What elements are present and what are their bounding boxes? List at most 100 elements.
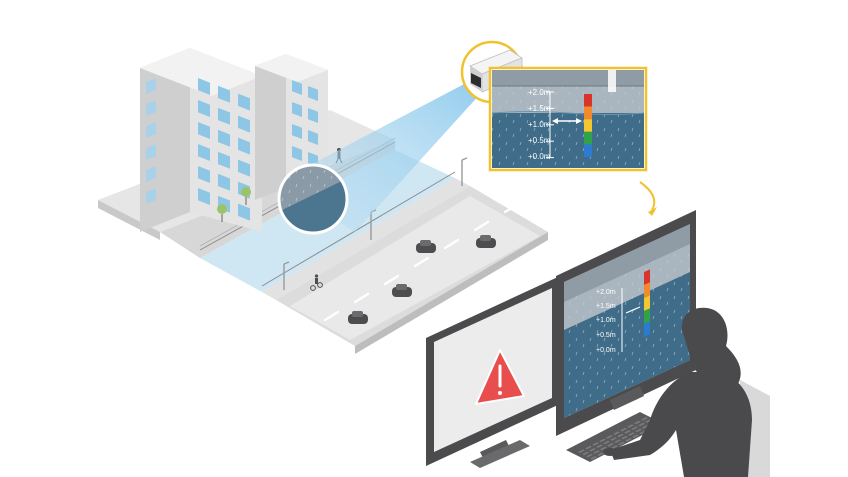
window bbox=[146, 100, 156, 116]
tree bbox=[241, 187, 251, 205]
window bbox=[198, 122, 210, 139]
window bbox=[198, 78, 210, 95]
gauge-segment bbox=[644, 269, 650, 285]
gauge-segment bbox=[584, 144, 592, 157]
keyboard-key bbox=[641, 417, 648, 421]
car bbox=[476, 235, 496, 248]
keyboard-key bbox=[632, 434, 639, 438]
window bbox=[308, 108, 318, 123]
window bbox=[218, 107, 230, 125]
keyboard-key bbox=[624, 430, 631, 434]
gauge-label: +0.5m bbox=[596, 332, 616, 339]
car bbox=[392, 284, 412, 297]
keyboard-key bbox=[621, 435, 628, 440]
window bbox=[238, 115, 250, 133]
window bbox=[292, 102, 302, 117]
gauge-segment bbox=[644, 295, 650, 311]
gauge-label: +1.5m bbox=[528, 104, 551, 113]
monitor-left bbox=[426, 276, 560, 468]
gauge-segment bbox=[584, 131, 592, 145]
keyboard-key bbox=[597, 452, 604, 456]
keyboard-key bbox=[603, 440, 610, 445]
window bbox=[218, 129, 230, 147]
window bbox=[292, 146, 302, 161]
window bbox=[238, 137, 250, 155]
gauge-bar bbox=[644, 269, 650, 337]
keyboard-key bbox=[635, 428, 642, 433]
keyboard bbox=[566, 412, 664, 462]
keyboard-key bbox=[613, 431, 620, 435]
gauge-segment bbox=[584, 94, 592, 107]
tree bbox=[217, 204, 227, 222]
gauge-label: +1.0m bbox=[596, 317, 616, 324]
window bbox=[146, 166, 156, 182]
keyboard-key bbox=[628, 432, 635, 436]
window bbox=[146, 122, 156, 138]
keyboard-key bbox=[589, 448, 596, 452]
magnifier-lens bbox=[277, 163, 349, 235]
city-scene bbox=[98, 48, 548, 354]
monitor-right: +2.0m +1.5m +1.0m +0.5m +0.0m bbox=[556, 210, 696, 436]
operator-person bbox=[603, 307, 770, 477]
keyboard-key bbox=[631, 426, 638, 430]
window bbox=[218, 173, 230, 191]
window bbox=[146, 78, 156, 94]
keyboard-key bbox=[582, 451, 589, 456]
gauge-label: +2.0m bbox=[528, 88, 551, 97]
keyboard-key bbox=[638, 422, 645, 427]
keyboard-key bbox=[578, 449, 585, 453]
keyboard-key bbox=[596, 444, 603, 448]
gauge-bar bbox=[584, 94, 592, 157]
window bbox=[218, 85, 230, 103]
level-arrow bbox=[552, 118, 582, 124]
gauge-label: +1.0m bbox=[528, 120, 551, 129]
window bbox=[198, 144, 210, 161]
gauge-label: +0.0m bbox=[528, 152, 551, 161]
keyboard-key bbox=[614, 439, 621, 443]
keyboard-key bbox=[590, 456, 597, 460]
keyboard-key bbox=[607, 443, 614, 447]
keyboard-key bbox=[599, 438, 606, 443]
warning-triangle-icon bbox=[475, 349, 525, 405]
window bbox=[308, 86, 318, 101]
building-windows bbox=[292, 80, 318, 167]
keyboard-key bbox=[600, 446, 607, 451]
water-level-callout: +2.0m +1.5m +1.0m +0.5m +0.0m bbox=[488, 66, 648, 172]
window bbox=[308, 130, 318, 145]
window bbox=[238, 159, 250, 177]
keyboard-key bbox=[592, 442, 599, 446]
gauge-label: +2.0m bbox=[596, 289, 616, 296]
gauge-segment bbox=[644, 308, 650, 324]
window bbox=[218, 151, 230, 169]
gauge-label: +0.5m bbox=[528, 136, 551, 145]
window bbox=[292, 124, 302, 139]
gauge-segment bbox=[584, 106, 592, 120]
window bbox=[238, 93, 250, 111]
gauge-segment bbox=[644, 282, 650, 298]
cyclist bbox=[310, 274, 323, 291]
keyboard-key bbox=[611, 445, 618, 449]
window bbox=[146, 188, 156, 204]
keyboard-key bbox=[606, 435, 613, 439]
window bbox=[146, 144, 156, 160]
keyboard-key bbox=[627, 424, 634, 428]
gauge-segment bbox=[644, 321, 650, 337]
gauge-label: +0.0m bbox=[596, 347, 616, 354]
window bbox=[198, 166, 210, 183]
window bbox=[198, 100, 210, 117]
car bbox=[416, 240, 436, 253]
keyboard-key bbox=[625, 438, 632, 442]
window bbox=[238, 203, 250, 221]
gauge-label: +1.5m bbox=[596, 303, 616, 310]
level-arrow bbox=[625, 306, 641, 314]
keyboard-key bbox=[610, 437, 617, 441]
keyboard-key bbox=[618, 441, 625, 446]
window bbox=[292, 80, 302, 95]
gauge-segment bbox=[584, 119, 592, 132]
keyboard-key bbox=[620, 427, 627, 432]
building-windows bbox=[146, 78, 250, 221]
car bbox=[348, 311, 368, 324]
keyboard-key bbox=[617, 433, 624, 438]
curved-arrow-icon bbox=[639, 181, 657, 216]
